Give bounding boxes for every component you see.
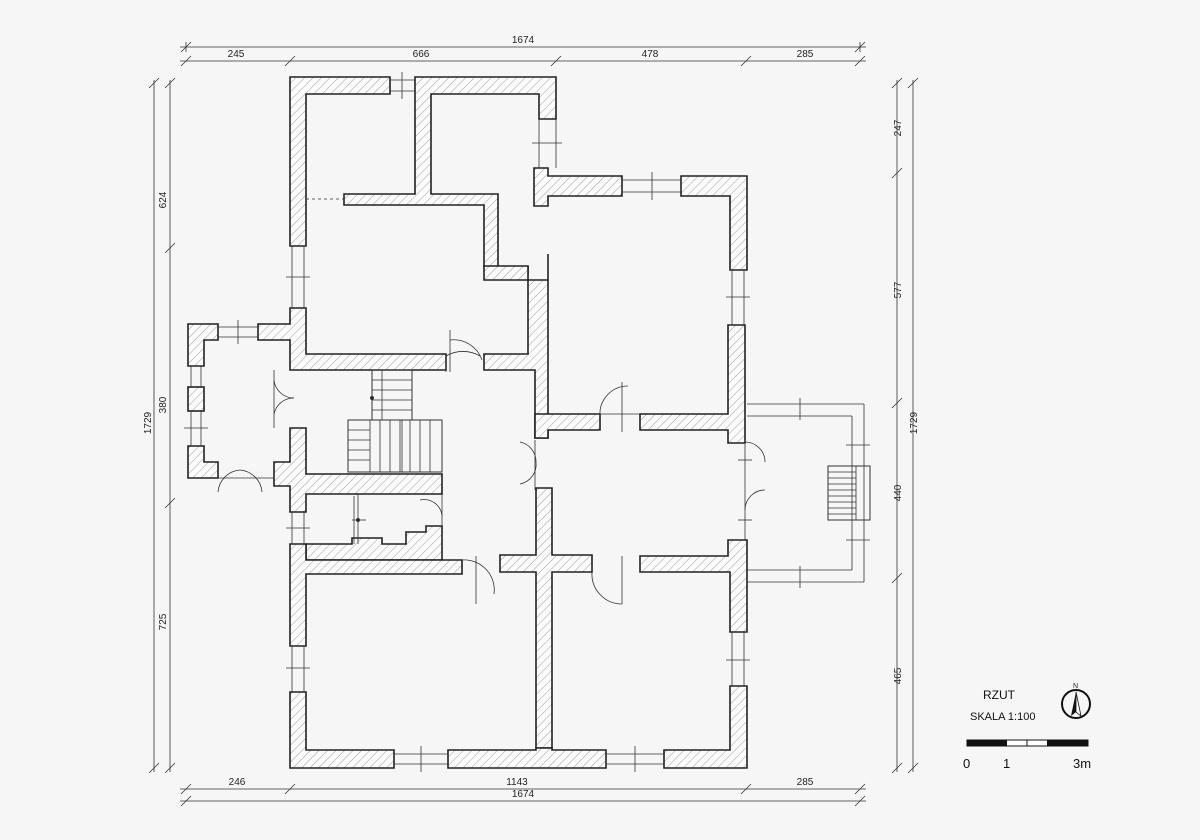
- dim-left-segment-2: 380: [158, 396, 169, 413]
- veranda: [747, 398, 871, 588]
- doors: [217, 198, 766, 605]
- north-label: N: [1073, 683, 1078, 690]
- wall-right-middle: [639, 324, 746, 444]
- wall-left-corridor: [257, 307, 447, 371]
- wall-top-right: [533, 167, 623, 207]
- dim-top-segment-3: 478: [642, 49, 659, 60]
- wall-stair-bottom: [305, 525, 443, 561]
- scale-label-1: 1: [1003, 756, 1010, 771]
- wall-upper-partition: [343, 76, 557, 275]
- wall-middle-horizontal: [534, 413, 601, 439]
- walls: [187, 76, 748, 769]
- dimension-lines: [148, 41, 919, 807]
- wall-right-upper: [680, 175, 748, 271]
- wall-bottom-right: [663, 685, 748, 769]
- wall-top-left: [289, 76, 391, 247]
- staircase: [347, 369, 443, 544]
- windows: [184, 72, 750, 772]
- dim-bottom-segment-1: 246: [229, 777, 246, 788]
- dim-right-segment-4: 465: [893, 667, 904, 684]
- dim-bottom-segment-2: 1143: [506, 777, 528, 788]
- plan-title: RZUT: [983, 688, 1016, 702]
- dim-top-segment-4: 285: [797, 49, 814, 60]
- wall-porch-left-pillar: [187, 386, 205, 412]
- dim-top-overall: 1674: [512, 35, 535, 46]
- wall-bottom-left: [289, 691, 395, 769]
- wall-porch-left-bottom: [187, 445, 219, 479]
- scale-bar: 0 1 3m: [963, 739, 1091, 771]
- wall-left-lower-corridor: [273, 427, 443, 513]
- scale-label-3m: 3m: [1073, 756, 1091, 771]
- wall-center-lower: [499, 487, 593, 749]
- dim-bottom-segment-3: 285: [797, 777, 814, 788]
- dim-right-overall: 1729: [909, 411, 920, 434]
- dim-right-segment-2: 577: [893, 281, 904, 298]
- scale-label-0: 0: [963, 756, 970, 771]
- wall-right-lower: [639, 539, 748, 633]
- dim-top-segment-2: 666: [413, 49, 430, 60]
- dim-right-segment-1: 247: [893, 119, 904, 136]
- dim-top-segment-1: 245: [228, 49, 245, 60]
- dim-left-overall: 1729: [143, 411, 154, 434]
- wall-porch-left-top: [187, 323, 219, 367]
- dim-left-segment-1: 624: [158, 191, 169, 208]
- north-arrow-icon: N: [1061, 683, 1091, 719]
- dim-bottom-overall: 1674: [512, 789, 535, 800]
- dim-left-segment-3: 725: [158, 613, 169, 630]
- wall-bottom-middle: [447, 747, 607, 769]
- plan-scale: SKALA 1:100: [970, 711, 1035, 723]
- dimension-labels: 1674 245 666 478 285 246 1143 285 1674 1…: [143, 35, 920, 800]
- dim-right-segment-3: 440: [893, 484, 904, 501]
- wall-lower-left: [289, 543, 463, 647]
- wall-center-column: [483, 254, 549, 439]
- legend: RZUT SKALA 1:100 N 0 1 3m: [963, 683, 1091, 771]
